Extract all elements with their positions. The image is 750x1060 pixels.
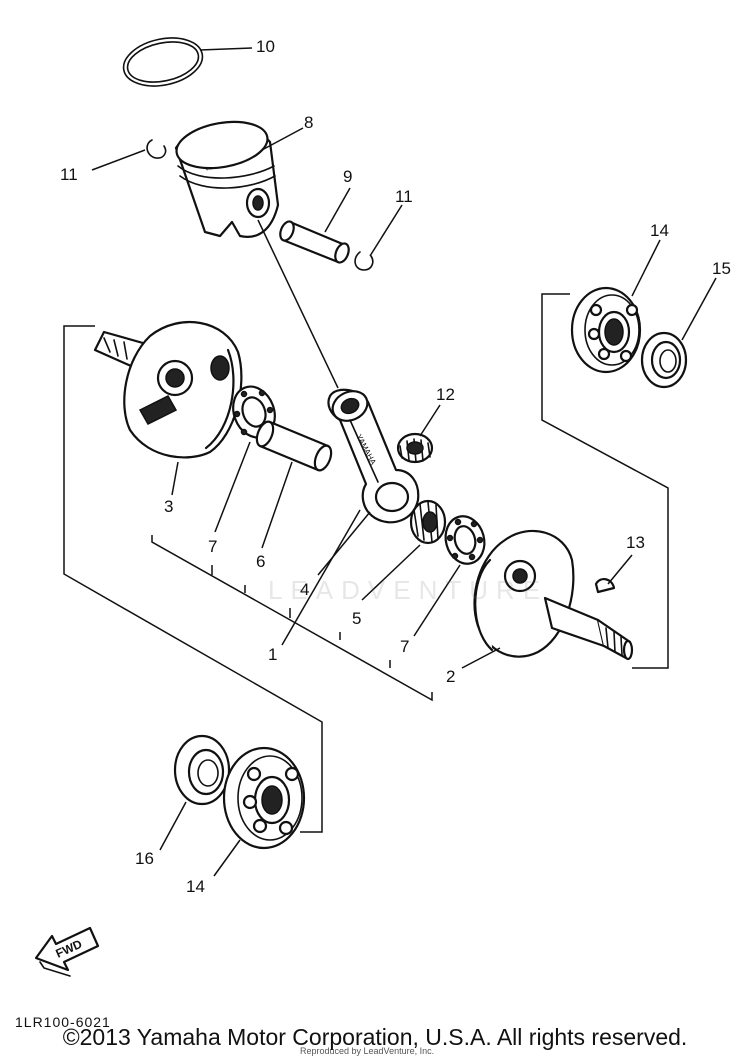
frame-left [63,325,323,833]
callout-1[interactable]: 1 [268,645,277,664]
leader-6 [261,461,293,549]
callout-12[interactable]: 12 [436,385,455,404]
leader-7a [214,441,251,533]
frame-right [541,293,669,669]
leader-14b [213,839,241,877]
part-10-piston-ring[interactable] [119,31,207,93]
leader-16 [159,801,187,851]
callout-14-upper[interactable]: 14 [650,221,669,240]
callout-5[interactable]: 5 [352,609,361,628]
leader-4 [317,511,371,576]
part-15-oil-seal-right[interactable] [640,331,688,389]
part-3-crank-left[interactable] [93,321,243,459]
fwd-arrow-icon: FWD [34,926,100,977]
leader-12 [419,404,441,437]
part-4-connecting-rod[interactable]: YAMAHA [327,386,420,524]
watermark-logo: LEADVENTURE [268,575,549,605]
leader-15 [681,277,717,341]
callout-7-left[interactable]: 7 [208,537,217,556]
part-14-bearing-left[interactable] [222,746,306,850]
part-5-needle-bearing-lower[interactable] [409,499,447,545]
callout-11-left[interactable]: 11 [60,165,78,184]
guide-line-piston-rod [257,219,339,389]
leader-11b [369,204,403,257]
leader-14a [631,239,661,297]
callout-3[interactable]: 3 [164,497,173,516]
part-9-piston-pin[interactable] [278,219,352,264]
callout-2[interactable]: 2 [446,667,455,686]
part-2-crank-right[interactable] [473,529,634,661]
leader-3 [171,461,179,496]
leader-8 [261,127,304,151]
assembly-ticks [211,565,391,668]
assembly-bracket [151,535,433,702]
callout-7-right[interactable]: 7 [400,637,409,656]
callout-9[interactable]: 9 [343,167,352,186]
copyright-notice: ©2013 Yamaha Motor Corporation, U.S.A. A… [62,1024,688,1050]
callout-4[interactable]: 4 [300,580,309,599]
leader-7b [413,564,461,637]
part-11-circlip-right[interactable] [354,251,374,271]
diagram-code: 1LR100-6021 [15,1014,111,1030]
part-6-crank-pin[interactable] [254,419,335,472]
watermark-reproduced: Reproduced by LeadVenture, Inc. [300,1046,435,1056]
part-14-bearing-right[interactable] [570,286,642,374]
callout-14-lower[interactable]: 14 [186,877,205,896]
callout-13[interactable]: 13 [626,533,645,552]
callout-15[interactable]: 15 [712,259,731,278]
leader-13 [607,554,633,585]
callout-10[interactable]: 10 [256,37,275,56]
leader-11a [91,149,146,171]
svg-text:←: ← [204,163,214,174]
part-8-piston[interactable]: ← [173,115,280,238]
callout-8[interactable]: 8 [304,113,313,132]
callout-11-right[interactable]: 11 [395,187,413,206]
part-12-needle-bearing-upper[interactable] [396,432,434,464]
callout-6[interactable]: 6 [256,552,265,571]
part-7-washer-right[interactable] [440,512,489,568]
part-16-oil-seal-left[interactable] [173,734,231,806]
callout-16[interactable]: 16 [135,849,154,868]
part-11-circlip-left[interactable] [146,139,167,159]
leader-10 [199,47,253,51]
leader-9 [324,187,351,233]
leader-5 [361,544,421,601]
leader-2 [461,647,501,669]
